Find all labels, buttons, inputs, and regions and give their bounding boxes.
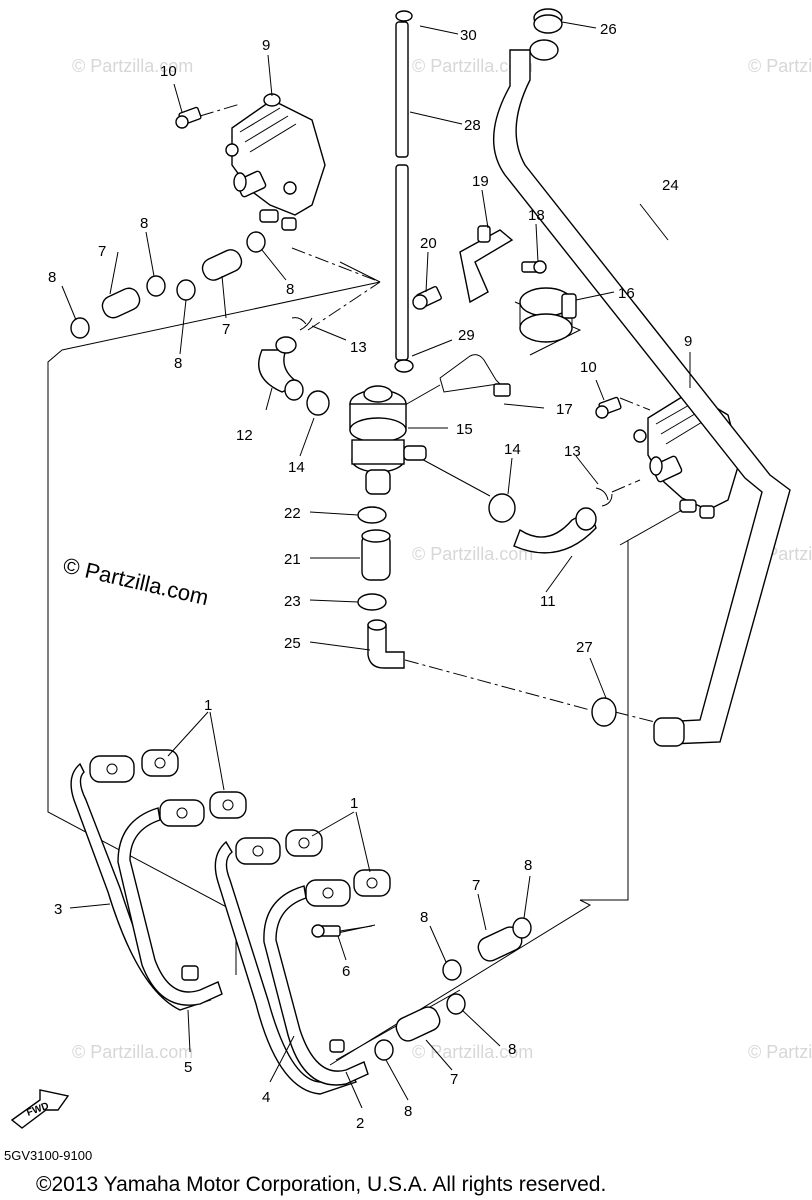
callout-18: 18 — [528, 207, 545, 224]
watermark: © Partzilla.com — [748, 56, 812, 76]
fuel-pump-lower — [619, 387, 741, 546]
callout-25: 25 — [284, 635, 301, 652]
watermark: © Partzilla.com — [412, 56, 533, 76]
callout-3: 3 — [54, 901, 62, 918]
callout-4: 4 — [262, 1089, 270, 1106]
callout-8: 8 — [48, 269, 56, 286]
diagram-code: 5GV3100-9100 — [4, 1148, 92, 1163]
clamp-14-right — [488, 493, 516, 523]
callout-16: 16 — [618, 285, 635, 302]
callout-8: 8 — [286, 281, 294, 298]
callout-24: 24 — [662, 177, 679, 194]
callout-8: 8 — [524, 857, 532, 874]
callout-14: 14 — [288, 459, 305, 476]
callout-27: 26 — [600, 21, 617, 38]
hose-24 — [493, 39, 791, 747]
hose-7-upper-left — [101, 287, 141, 319]
callout-10: 10 — [580, 359, 597, 376]
clamp-27 — [533, 8, 563, 34]
callout-7: 7 — [450, 1071, 458, 1088]
bolt-20 — [412, 285, 442, 310]
fuel-pipe-5 — [117, 799, 223, 1006]
elbow-hose-11 — [513, 507, 597, 554]
hose-21 — [361, 529, 391, 581]
hose-7-lower-lower — [395, 1006, 441, 1042]
callout-14: 14 — [504, 441, 521, 458]
bracket-19 — [459, 225, 514, 304]
callout-7: 7 — [98, 243, 106, 260]
clip-13-lower — [595, 487, 613, 507]
callout-8: 8 — [140, 215, 148, 232]
callout-19: 19 — [472, 173, 489, 190]
watermark: © Partzilla.com — [72, 56, 193, 76]
callout-17: 17 — [556, 401, 573, 418]
callout-labels: 30 26 28 9 10 24 19 18 20 16 29 13 12 14… — [48, 21, 692, 1132]
clamps-8-upper — [70, 231, 266, 339]
watermark-layer: © Partzilla.com © Partzilla.com © Partzi… — [61, 56, 812, 1062]
callout-2: 2 — [356, 1115, 364, 1132]
tube-28 — [395, 21, 409, 361]
copyright-notice: ©2013 Yamaha Motor Corporation, U.S.A. A… — [36, 1173, 606, 1196]
clamp-23 — [357, 593, 387, 611]
gaskets-1-upper — [141, 749, 247, 819]
callout-13: 13 — [564, 443, 581, 460]
gaskets-1-lower — [285, 829, 391, 897]
elbow-hose-12 — [258, 336, 304, 401]
clamp-26 — [591, 697, 617, 727]
callout-9: 9 — [262, 37, 270, 54]
callout-28: 28 — [464, 117, 481, 134]
fuel-pipe-4 — [214, 837, 357, 1095]
callout-23: 23 — [284, 593, 301, 610]
bolt-6 — [311, 924, 373, 938]
hose-7-upper-right — [201, 249, 243, 281]
callout-5: 5 — [184, 1059, 192, 1076]
clamps-8-lower — [374, 917, 532, 1061]
leader-lines — [61, 21, 691, 1109]
clamp-22 — [357, 506, 387, 524]
assembly-lines — [47, 103, 656, 1066]
watermark: © Partzilla.com — [412, 544, 533, 564]
callout-30: 30 — [460, 27, 477, 44]
callout-21: 21 — [284, 551, 301, 568]
callout-13: 13 — [350, 339, 367, 356]
callout-11: 11 — [540, 593, 556, 610]
holder-16 — [519, 287, 577, 343]
fwd-arrow-icon: FWD — [10, 1089, 70, 1129]
callout-7: 7 — [472, 877, 480, 894]
callout-10: 10 — [160, 63, 177, 80]
watermark: © Partzilla.com — [72, 1042, 193, 1062]
callout-12: 12 — [236, 427, 253, 444]
callout-22: 22 — [284, 505, 301, 522]
clamp-14-left — [306, 390, 330, 416]
callout-15: 15 — [456, 421, 473, 438]
callout-8: 8 — [404, 1103, 412, 1120]
callout-8: 8 — [174, 355, 182, 372]
callout-6: 6 — [342, 963, 350, 980]
callout-8: 8 — [420, 909, 428, 926]
callout-8: 8 — [508, 1041, 516, 1058]
callout-26: 27 — [576, 639, 593, 656]
screw-18 — [521, 260, 547, 274]
bolt-10-upper — [175, 106, 202, 129]
clip-29 — [394, 359, 414, 373]
elbow-25 — [367, 619, 405, 669]
callout-7: 7 — [222, 321, 230, 338]
clip-13-upper — [291, 317, 313, 331]
fuel-pipe-2 — [263, 879, 369, 1086]
wire-17 — [439, 354, 511, 397]
callout-20: 20 — [420, 235, 437, 252]
callout-1: 1 — [204, 697, 212, 714]
callout-1: 1 — [350, 795, 358, 812]
fuel-pump-upper — [225, 93, 326, 231]
callout-9: 9 — [684, 333, 692, 350]
clip-30 — [395, 10, 413, 22]
callout-29: 29 — [458, 327, 475, 344]
bolt-10-lower — [595, 396, 622, 419]
regulator-15 — [349, 385, 427, 495]
watermark: © Partzilla.com — [412, 1042, 533, 1062]
watermark-large: © Partzilla.com — [61, 553, 211, 611]
watermark: © Partzilla.com — [748, 1042, 812, 1062]
